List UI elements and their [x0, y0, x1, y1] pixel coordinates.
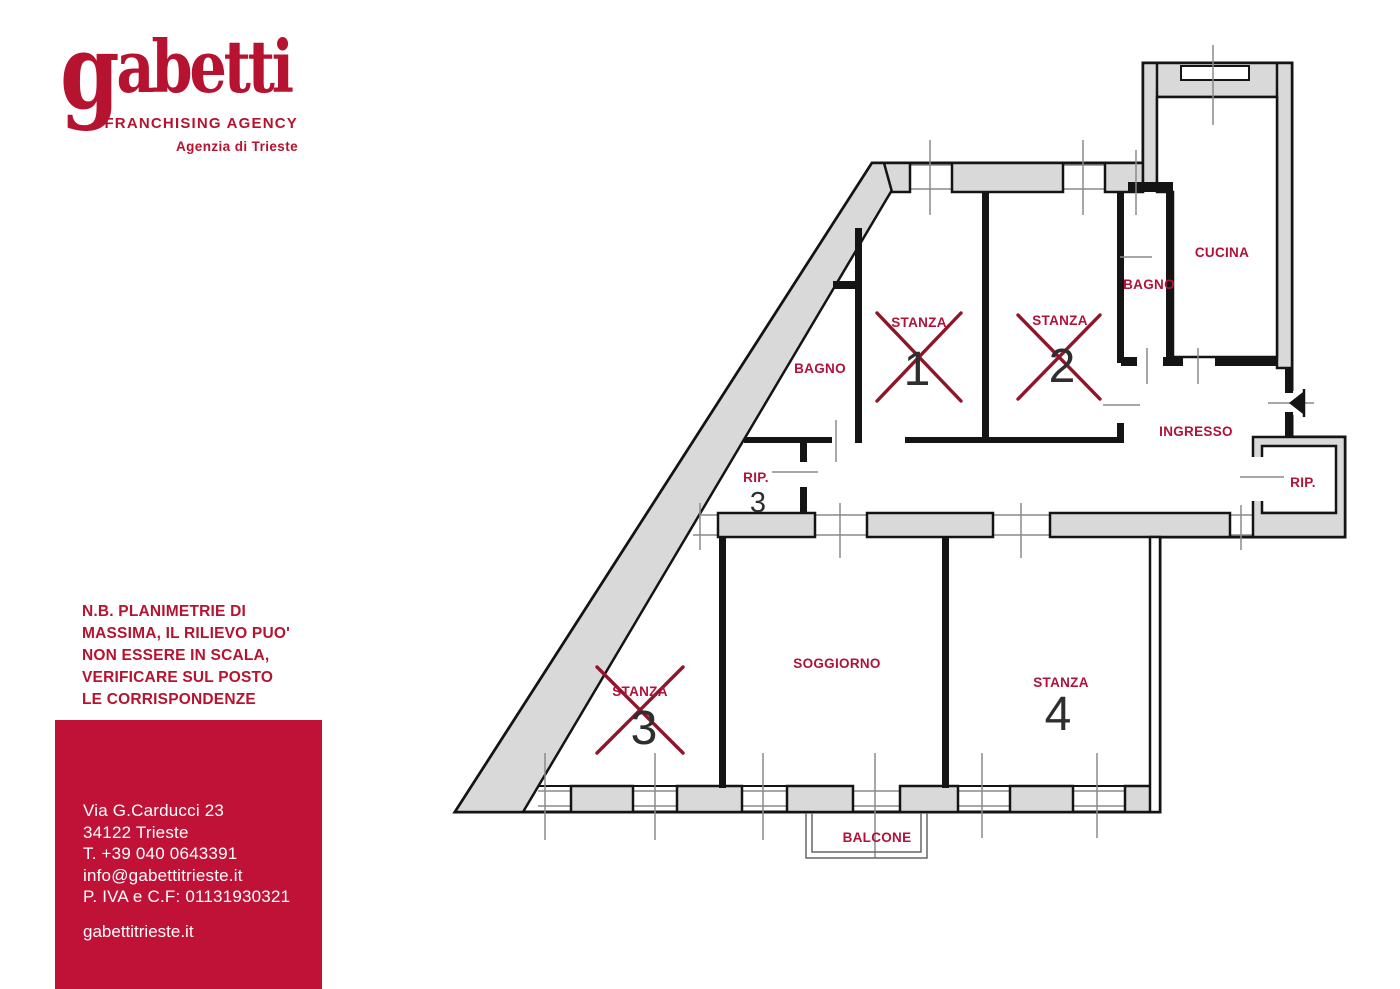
room-label-cucina: CUCINA [1195, 245, 1249, 260]
room-labels: STANZA 1 STANZA 2 BAGNO BAGNO CUCINA ING… [612, 245, 1316, 845]
room-floors [1155, 65, 1297, 501]
cucina-left-band [1141, 61, 1159, 186]
contact-email: info@gabettitrieste.it [83, 865, 243, 885]
stanza4-right-wall [1148, 535, 1162, 814]
contact-phone: T. +39 040 0643391 [83, 844, 238, 863]
room-label-stanza3: STANZA [612, 684, 668, 699]
logo-agency-line: Agenzia di Trieste [176, 139, 298, 154]
outer-wall-bands [452, 61, 1347, 814]
contact-box: Via G.Carducci 23 34122 Trieste T. +39 0… [55, 720, 322, 989]
cucina-window [1180, 65, 1250, 81]
room-label-rip-right: RIP. [1290, 475, 1316, 490]
room-number-stanza3: 3 [631, 702, 658, 755]
room-label-ingresso: INGRESSO [1159, 424, 1233, 439]
cross-stanza1 [875, 311, 963, 403]
brand-wordmark: gabetti [60, 20, 294, 124]
cross-stanza3 [595, 665, 685, 755]
room-label-balcone: BALCONE [843, 830, 912, 845]
room-number-stanza4: 4 [1045, 688, 1072, 741]
room-label-soggiorno: SOGGIORNO [793, 656, 880, 671]
room-number-stanza2: 2 [1049, 340, 1076, 393]
interior-walls [719, 182, 1293, 788]
contact-vat: P. IVA e C.F: 01131930321 [83, 887, 291, 906]
room-label-stanza1: STANZA [891, 315, 947, 330]
disclaimer-note: N.B. PLANIMETRIE DI MASSIMA, IL RILIEVO … [82, 603, 290, 708]
room-label-rip-left: RIP. [743, 470, 769, 485]
brand-initial: g [60, 10, 120, 133]
top-pier-center [950, 161, 1065, 194]
rip-door-gap [1250, 457, 1264, 501]
cross-stanza2 [1016, 313, 1102, 401]
cucina-floor [1155, 95, 1279, 359]
agency-logo: gabetti FRANCHISING AGENCY Agenzia di Tr… [60, 20, 298, 155]
top-pier-left [882, 161, 912, 194]
contact-address-line2: 34122 Trieste [83, 822, 189, 842]
logo-tagline: FRANCHISING AGENCY [104, 115, 298, 132]
contact-address-line1: Via G.Carducci 23 [83, 801, 225, 820]
room-label-bagno-right: BAGNO [1123, 277, 1175, 292]
balcone-outline [805, 813, 928, 859]
entrance-arrow-icon [1289, 389, 1306, 417]
room-label-stanza4: STANZA [1033, 675, 1089, 690]
room-number-rip-left: 3 [750, 487, 766, 519]
room-number-stanza1: 1 [904, 343, 931, 396]
brand-rest: abetti [116, 24, 294, 109]
contact-website: gabettitrieste.it [83, 921, 194, 941]
cross-marks [595, 311, 1102, 755]
room-label-bagno-left: BAGNO [794, 361, 846, 376]
cucina-right-band [1275, 61, 1294, 370]
room-label-stanza2: STANZA [1032, 313, 1088, 328]
